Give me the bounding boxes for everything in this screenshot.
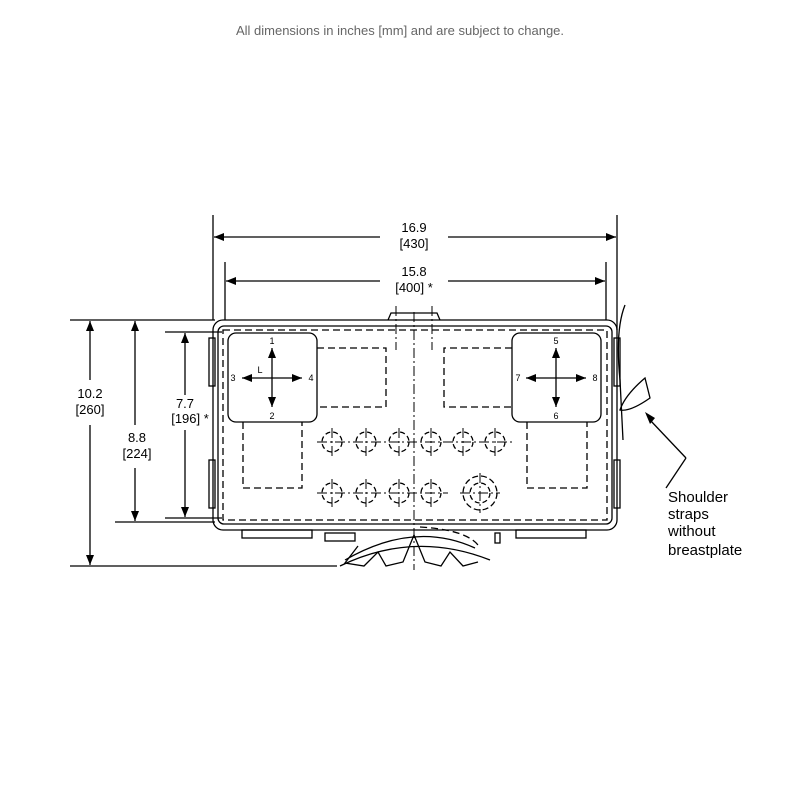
svg-text:15.8: 15.8 [401,264,426,279]
panel-body [208,306,621,570]
svg-text:8: 8 [592,373,597,383]
svg-text:6: 6 [553,411,558,421]
hole [420,482,442,504]
hole [321,431,343,453]
svg-text:Shoulder: Shoulder [668,489,728,506]
svg-text:[196] *: [196] * [171,411,209,426]
svg-text:[430]: [430] [400,236,429,251]
extension-lines [70,215,618,567]
disclaimer-note: All dimensions in inches [mm] and are su… [235,23,565,38]
svg-text:16.9: 16.9 [401,220,426,235]
svg-text:straps: straps [668,506,709,523]
svg-text:4: 4 [308,373,313,383]
dimension-body-height: 8.8 [224] [123,321,152,521]
bottom-hook-mechanism [339,526,491,567]
hole [452,431,474,453]
svg-text:2: 2 [269,411,274,421]
dimension-overall-height: 10.2 [260] [76,321,105,565]
svg-text:7.7: 7.7 [176,396,194,411]
hole [388,482,410,504]
dimension-inner-width: 15.8 [400] * [226,264,605,295]
callout-shoulder-straps: Shoulder straps without breastplate [667,489,742,559]
svg-text:[400] *: [400] * [395,280,433,295]
hole [321,482,343,504]
shoulder-strap [617,304,687,489]
svg-text:L: L [257,365,262,375]
svg-text:1: 1 [269,336,274,346]
svg-text:[224]: [224] [123,446,152,461]
svg-text:breastplate: breastplate [668,542,742,559]
svg-text:without: without [667,523,716,540]
hole [484,431,506,453]
svg-text:[260]: [260] [76,402,105,417]
svg-text:3: 3 [230,373,235,383]
left-pad: 1 2 3 4 L [227,332,318,423]
hole [388,431,410,453]
svg-text:5: 5 [553,336,558,346]
dimension-overall-width: 16.9 [430] [214,220,616,251]
dimension-inner-height: 7.7 [196] * [171,333,209,517]
hole [355,431,377,453]
svg-text:8.8: 8.8 [128,430,146,445]
mounting-holes [317,428,512,513]
right-pad: 5 6 7 8 [511,332,602,423]
svg-text:7: 7 [515,373,520,383]
hole [420,431,442,453]
svg-text:10.2: 10.2 [77,386,102,401]
hole [355,482,377,504]
hidden-components [242,347,588,489]
